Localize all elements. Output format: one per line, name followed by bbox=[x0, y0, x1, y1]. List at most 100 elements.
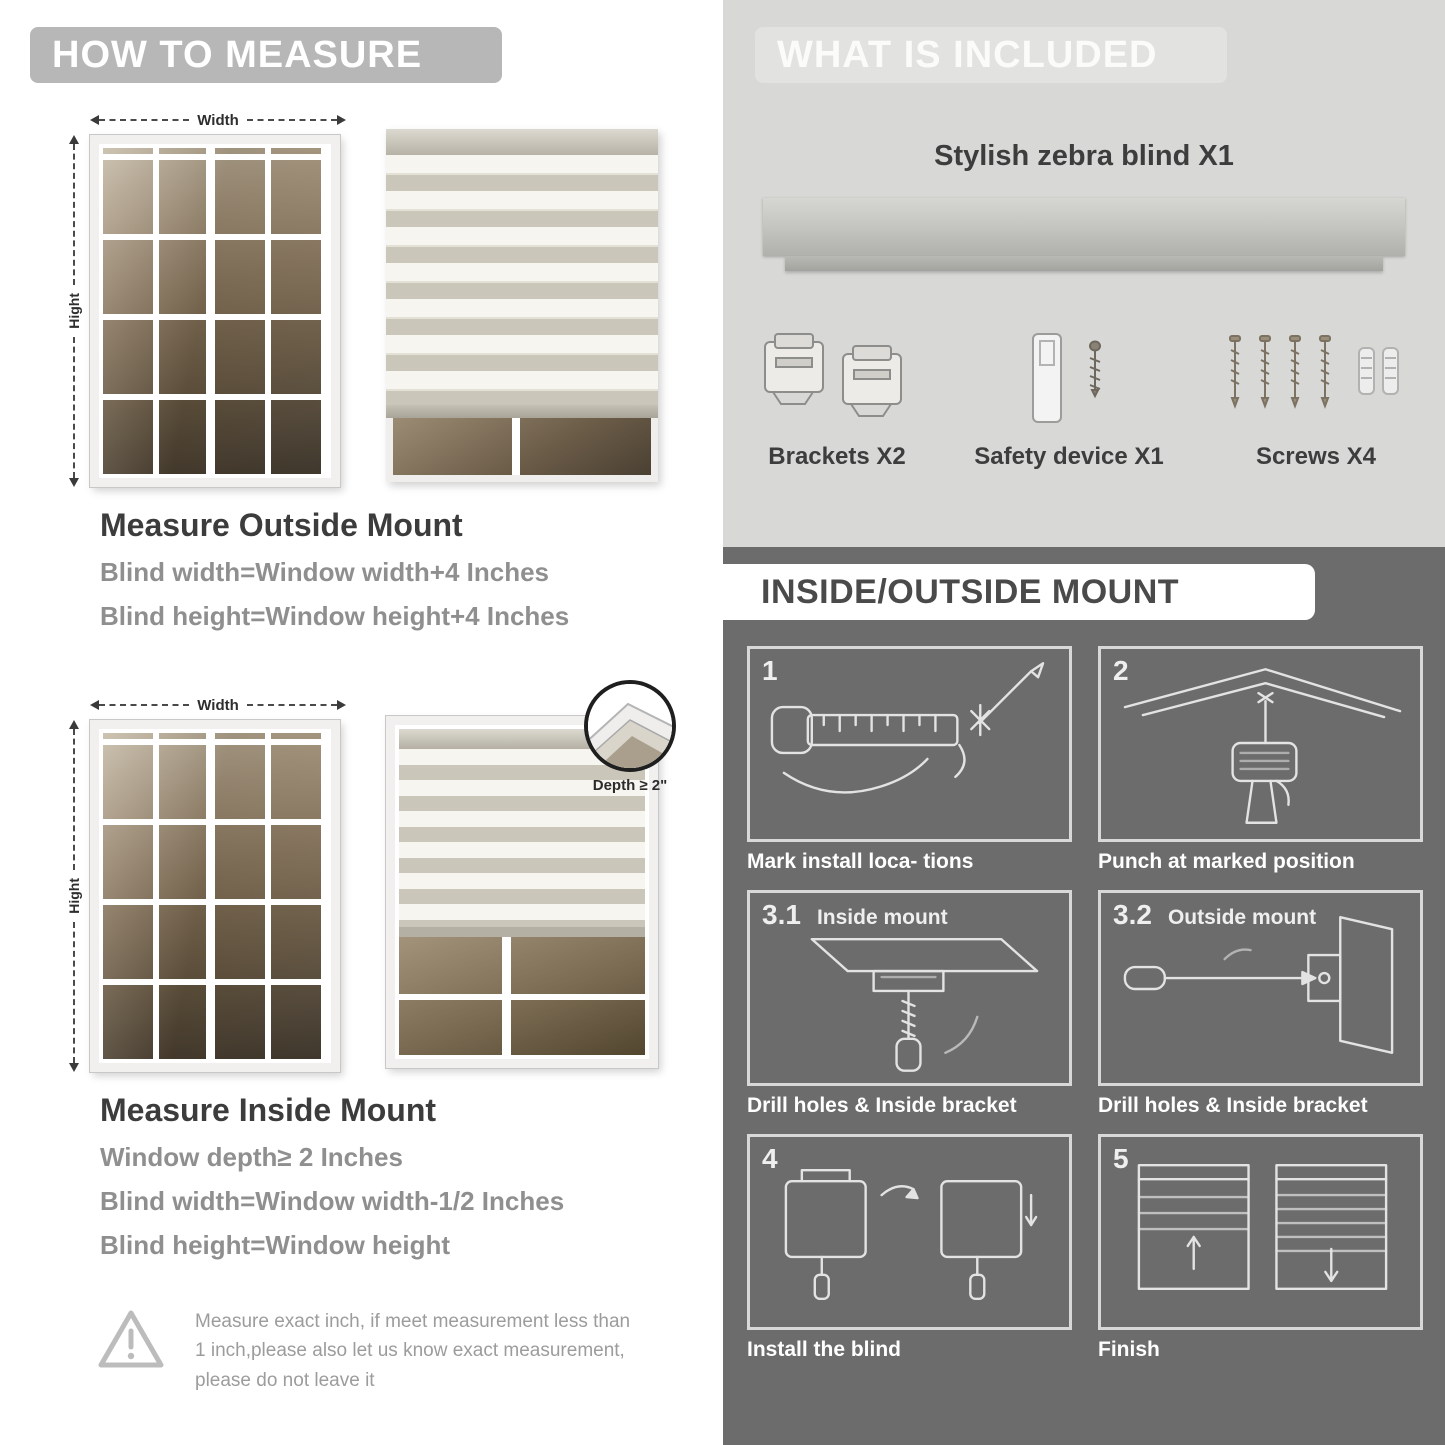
inside-mount-heading: Measure Inside Mount bbox=[100, 1092, 437, 1128]
depth-callout-label: Depth ≥ 2" bbox=[592, 777, 668, 794]
width-label: Width bbox=[197, 111, 239, 129]
width-label: Width bbox=[197, 696, 239, 714]
width-dimension-row: Width bbox=[58, 694, 347, 716]
measurement-warning: Measure exact inch, if meet measurement … bbox=[95, 1307, 705, 1395]
step-3-2-panel: 3.2 Outside mount bbox=[1098, 890, 1423, 1086]
headrail-lip bbox=[785, 256, 1383, 271]
inside-mount-line-3: Blind height=Window height bbox=[100, 1230, 450, 1260]
arrow-right-icon bbox=[337, 700, 347, 710]
step-2-head: 2 bbox=[1113, 655, 1145, 687]
outside-mount-figures: Width Hight bbox=[58, 109, 705, 488]
dashed-line bbox=[246, 119, 338, 121]
dashed-line bbox=[99, 119, 190, 121]
step-2-caption: Punch at marked position bbox=[1098, 850, 1355, 873]
step-4-caption: Install the blind bbox=[747, 1338, 902, 1361]
part-screws: Screws X4 bbox=[1221, 330, 1411, 471]
warning-triangle-icon bbox=[98, 1310, 164, 1368]
height-arrow: Hight bbox=[58, 135, 90, 488]
window-illustration-outside: Width Hight bbox=[58, 109, 347, 488]
window-corner-detail-icon bbox=[588, 684, 672, 768]
height-label: Hight bbox=[66, 878, 82, 914]
inside-mount-line-2: Blind width=Window width-1/2 Inches bbox=[100, 1186, 565, 1216]
window-with-height-arrow: Hight bbox=[58, 720, 346, 1073]
safety-device-label: Safety device X1 bbox=[974, 443, 1164, 470]
right-column: WHAT IS INCLUDED Stylish zebra blind X1 bbox=[723, 0, 1445, 1445]
spacer bbox=[58, 109, 90, 131]
step-2-number: 2 bbox=[1113, 655, 1129, 686]
step-5-caption: Finish bbox=[1098, 1338, 1160, 1361]
installation-steps-grid: 1 bbox=[747, 646, 1423, 1362]
step-3-2-title: Outside mount bbox=[1167, 906, 1317, 929]
arrow-right-icon bbox=[337, 115, 347, 125]
inside-outside-mount-section: INSIDE/OUTSIDE MOUNT 1 bbox=[723, 547, 1445, 1445]
step-3-2-number: 3.2 bbox=[1113, 899, 1152, 930]
parts-row: Brackets X2 Safety device X1 bbox=[757, 330, 1411, 471]
arrow-up-icon bbox=[69, 135, 79, 144]
dashed-line bbox=[246, 704, 338, 706]
height-label: Hight bbox=[66, 293, 82, 329]
what-is-included-title: WHAT IS INCLUDED bbox=[777, 33, 1158, 76]
window-panes bbox=[399, 937, 645, 1055]
inside-mount-line-1: Window depth≥ 2 Inches bbox=[100, 1142, 403, 1172]
inside-bracket-illustration bbox=[810, 937, 1039, 1072]
window-peek bbox=[386, 418, 658, 482]
step-4-panel: 4 bbox=[747, 1134, 1072, 1330]
brackets-icon bbox=[764, 333, 902, 417]
warning-text: Measure exact inch, if meet measurement … bbox=[195, 1311, 631, 1391]
zebra-blind-outside-graphic bbox=[386, 129, 658, 482]
step-3-1-caption: Drill holes & Inside bracket bbox=[747, 1094, 1017, 1117]
step-1-head: 1 bbox=[762, 655, 794, 687]
outside-mount-heading: Measure Outside Mount bbox=[100, 507, 463, 543]
inside-outside-mount-banner: INSIDE/OUTSIDE MOUNT bbox=[723, 564, 1315, 620]
arrow-down-icon bbox=[69, 1063, 79, 1073]
zebra-blind-inside-graphic: Depth ≥ 2" bbox=[386, 680, 676, 1068]
step-3-1-number: 3.1 bbox=[762, 899, 801, 930]
blind-cassette bbox=[386, 129, 658, 155]
screws-label: Screws X4 bbox=[1255, 443, 1377, 470]
dashed-line bbox=[73, 921, 75, 1064]
zebra-blind-label: Stylish zebra blind X1 bbox=[934, 140, 1234, 172]
step-1-caption: Mark install loca- tions bbox=[747, 850, 974, 873]
headrail-graphic bbox=[763, 198, 1405, 271]
window-graphic bbox=[90, 720, 340, 1072]
how-to-measure-banner: HOW TO MEASURE bbox=[30, 27, 502, 83]
window-with-height-arrow: Hight bbox=[58, 135, 346, 488]
step-2-panel: 2 bbox=[1098, 646, 1423, 842]
dashed-line bbox=[73, 729, 75, 871]
spacer bbox=[58, 694, 90, 716]
step-5: 5 bbox=[1098, 1134, 1423, 1362]
step-3-1-head: 3.1 Inside mount bbox=[762, 899, 948, 931]
blind-bottom-rail bbox=[399, 927, 645, 937]
step-1-number: 1 bbox=[762, 655, 778, 686]
blind-bottom-rail bbox=[386, 405, 658, 418]
step-2: 2 bbox=[1098, 646, 1423, 874]
drill-illustration bbox=[1123, 668, 1402, 824]
outside-bracket-illustration bbox=[1123, 916, 1394, 1054]
window-illustration-inside: Width Hight bbox=[58, 694, 347, 1073]
depth-callout-circle bbox=[584, 680, 676, 772]
arrow-down-icon bbox=[69, 478, 79, 488]
arrow-left-icon bbox=[90, 700, 99, 710]
step-3-2-head: 3.2 Outside mount bbox=[1113, 899, 1316, 931]
step-3-1-title: Inside mount bbox=[816, 906, 948, 929]
height-arrow: Hight bbox=[58, 720, 90, 1073]
brackets-label: Brackets X2 bbox=[768, 443, 906, 470]
blind-cassette bbox=[399, 729, 645, 749]
inside-outside-mount-title: INSIDE/OUTSIDE MOUNT bbox=[761, 572, 1180, 611]
blind-stripes bbox=[386, 155, 658, 405]
outside-mount-line-2: Blind height=Window height+4 Inches bbox=[100, 601, 570, 631]
step-4-number: 4 bbox=[762, 1143, 778, 1174]
blind-stripes bbox=[399, 749, 645, 927]
window-graphic bbox=[90, 135, 340, 487]
step-3-2-caption: Drill holes & Inside bracket bbox=[1098, 1094, 1368, 1117]
step-1: 1 bbox=[747, 646, 1072, 874]
window-panes bbox=[103, 733, 327, 1059]
inside-mount-window bbox=[386, 716, 658, 1068]
depth-callout: Depth ≥ 2" bbox=[568, 680, 692, 794]
width-dimension-row: Width bbox=[58, 109, 347, 131]
part-safety-device: Safety device X1 bbox=[974, 330, 1164, 471]
step-3-1: 3.1 Inside mount bbox=[747, 890, 1072, 1118]
arrow-left-icon bbox=[90, 115, 99, 125]
measuring-tape-illustration bbox=[770, 662, 1045, 794]
inside-mount-figures: Width Hight bbox=[58, 680, 705, 1073]
